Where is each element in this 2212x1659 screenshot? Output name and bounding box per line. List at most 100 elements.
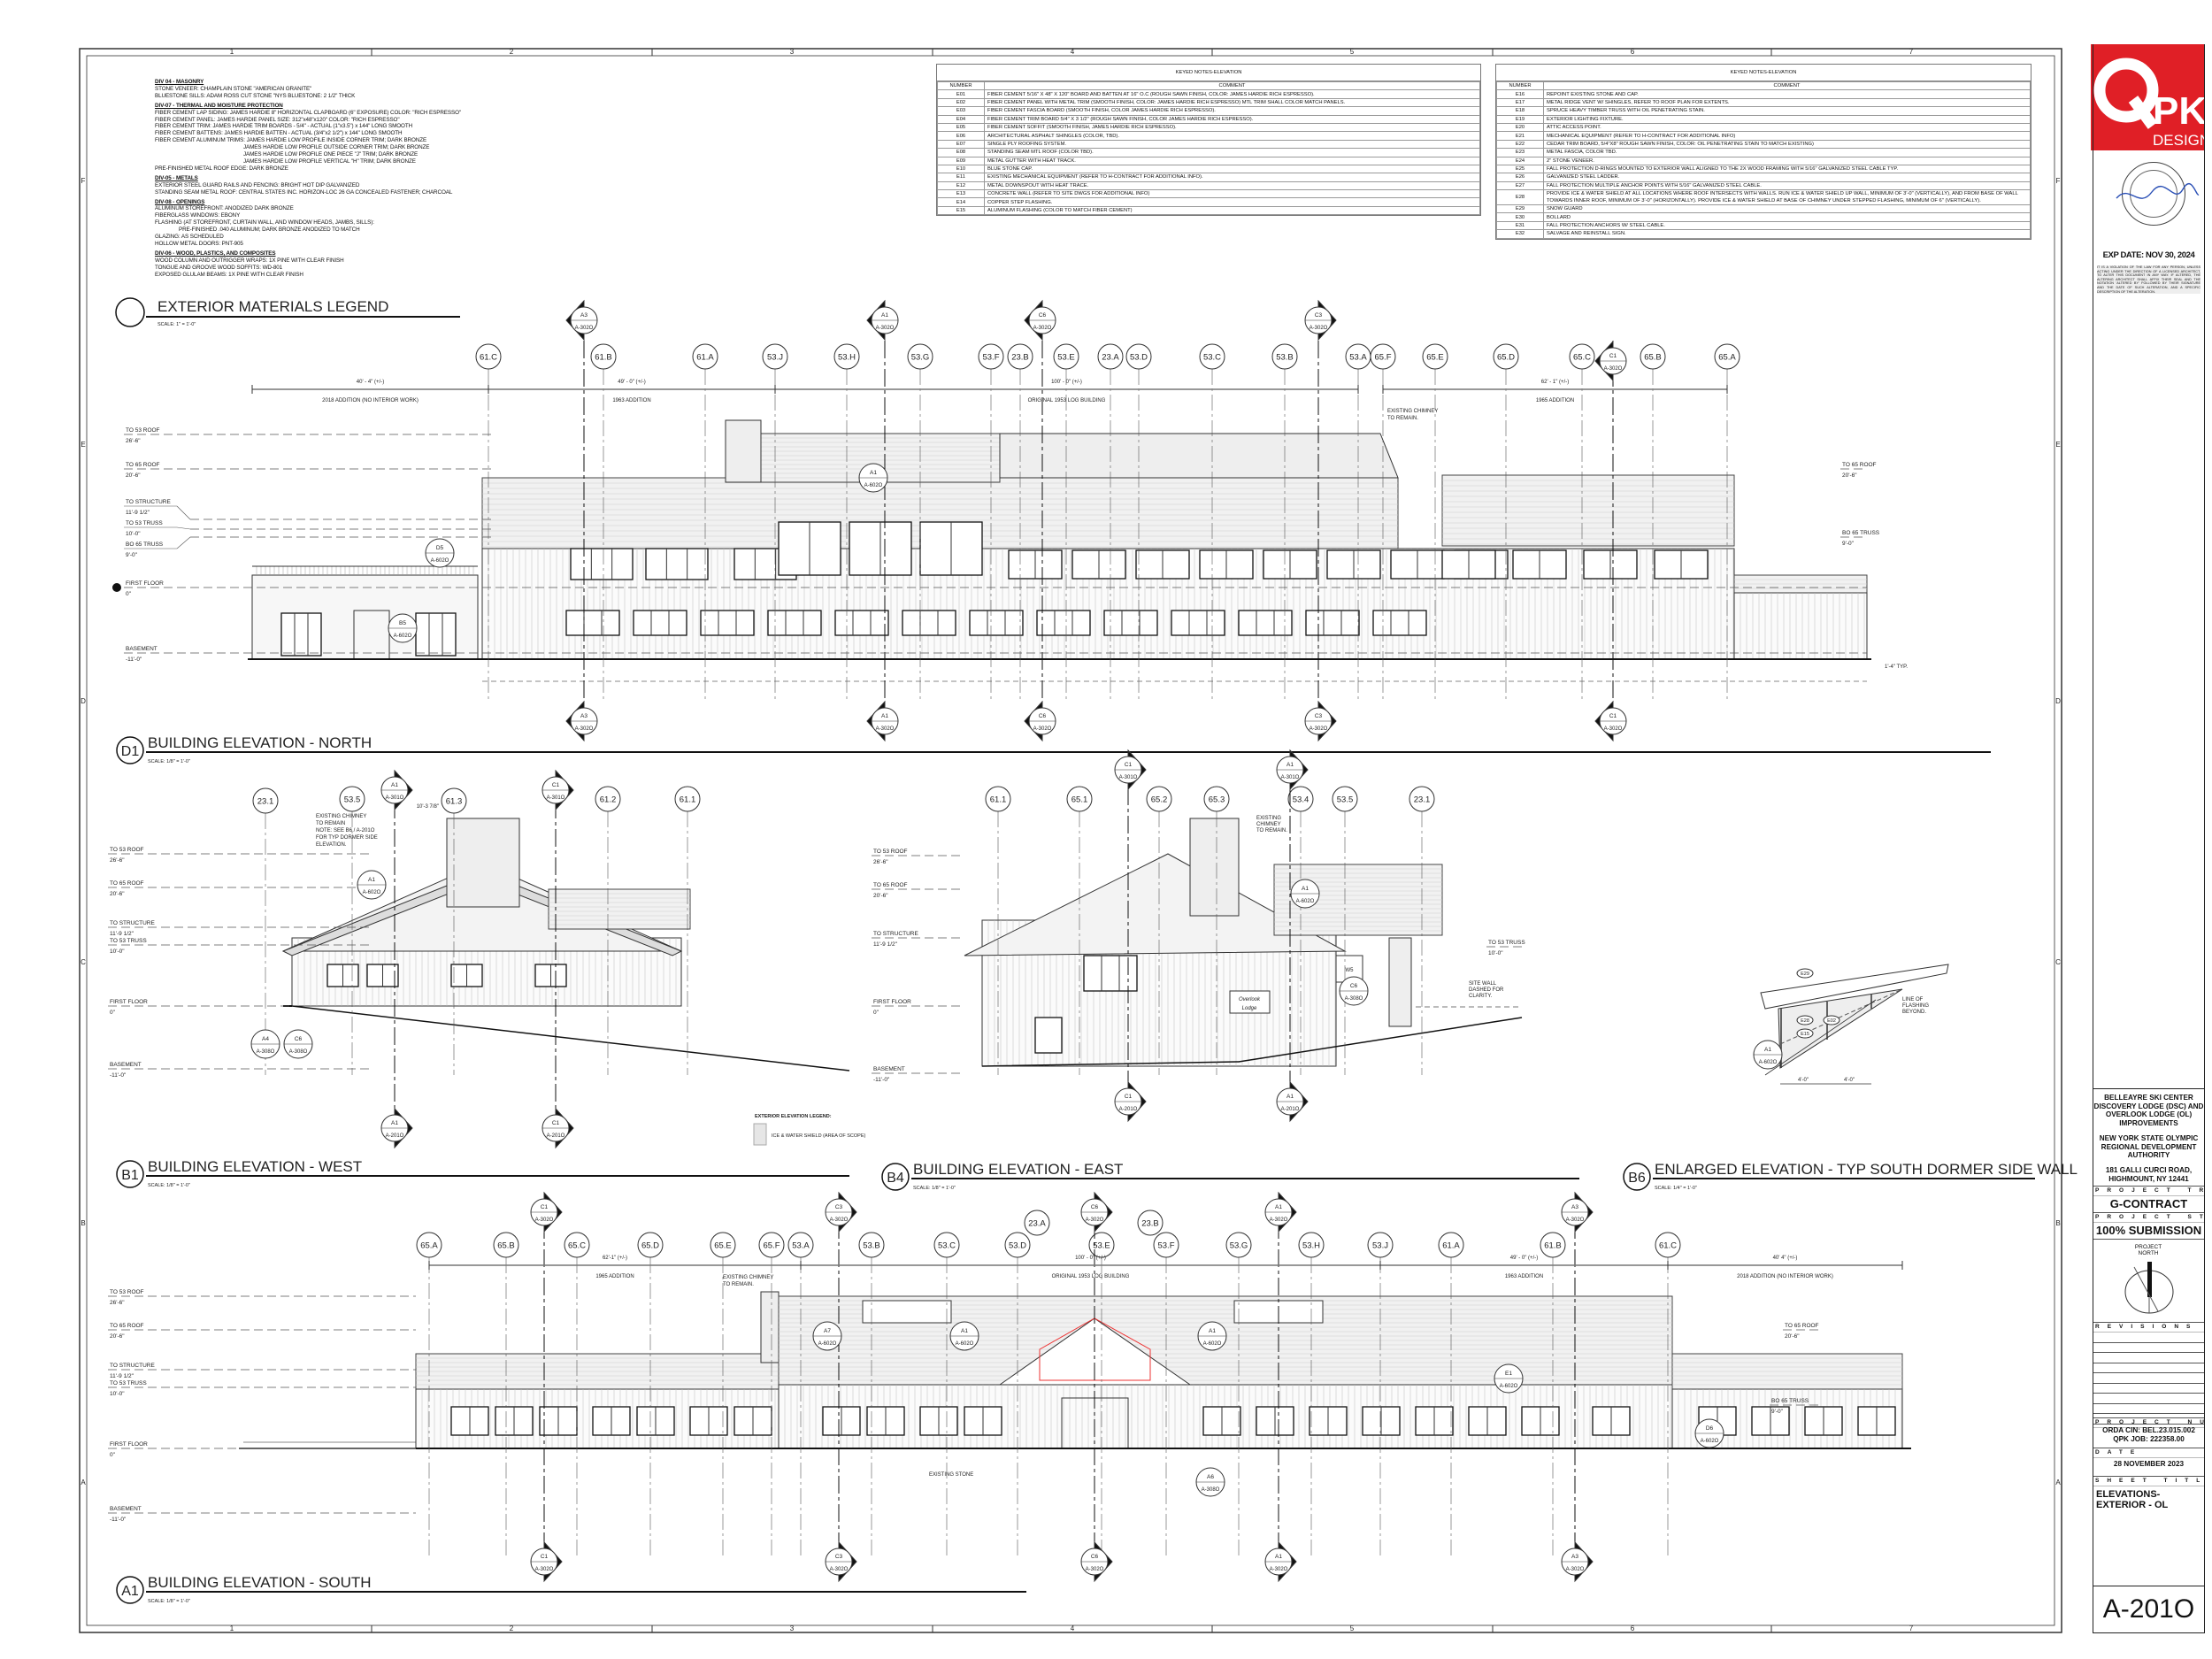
level-elevation: 20'-6"	[1842, 472, 1857, 479]
section-detail: A3	[580, 312, 588, 319]
keynote-label: E29	[1801, 972, 1809, 977]
section-detail: C1	[552, 1120, 560, 1126]
callout-detail: D5	[436, 545, 444, 551]
note-number: E18	[1496, 106, 1544, 116]
grid-bubble	[564, 1232, 590, 1258]
note-comment: EXTERIOR LIGHTING FIXTURE.	[1543, 114, 2031, 124]
grid-bubble	[1203, 786, 1230, 812]
note-number: E13	[937, 189, 985, 199]
grid-bubble	[1438, 1232, 1464, 1258]
section-detail: A1	[1286, 762, 1294, 768]
note-comment: FALL PROTECTION D-RINGS MOUNTED TO EXTER…	[1543, 164, 2031, 174]
grid-bubble	[692, 343, 718, 370]
window	[700, 610, 755, 636]
grid-row-ref: B	[2055, 1219, 2060, 1227]
grid-bubble	[1153, 1232, 1179, 1258]
grid-bubble	[1146, 786, 1172, 812]
qpk-design-logo: PK DESIGN	[2091, 44, 2210, 150]
level-leader	[176, 526, 191, 530]
legend-heading: DIV-05 - METALS	[155, 174, 198, 181]
level-elevation: 11'-9 1/2"	[873, 941, 898, 948]
annotation-note: TO REMAIN	[316, 821, 345, 826]
sheet-title-label: SHEET TITLE	[2093, 1476, 2204, 1486]
grid-label: 61.B	[595, 353, 612, 363]
section-sheet: A-201O	[386, 1133, 404, 1139]
note-number: E04	[937, 114, 985, 124]
trade-label: PROJECT TRADE	[2093, 1186, 2204, 1196]
grid-column-ref: 4	[1071, 1624, 1075, 1632]
callout-detail: A1	[1764, 1047, 1771, 1053]
note-comment: COPPER STEP FLASHING.	[984, 197, 1480, 207]
callout-detail: A6	[1207, 1474, 1214, 1480]
client-name: NEW YORK STATE OLYMPIC REGIONAL DEVELOPM…	[2099, 1134, 2199, 1159]
level-name: BASEMENT	[873, 1066, 905, 1072]
grid-column-ref: 7	[1909, 48, 1914, 56]
section-sheet: A-201O	[1119, 1107, 1138, 1112]
grid-bubble	[710, 1232, 736, 1258]
grid-row-ref: F	[81, 177, 86, 185]
section-detail: C6	[1091, 1554, 1099, 1560]
level-elevation: 10'-0"	[110, 1391, 125, 1397]
note-number: E22	[1496, 139, 1544, 150]
grid-label: 61.2	[600, 795, 617, 805]
section-detail: C3	[1315, 312, 1323, 319]
sign	[1229, 990, 1271, 1014]
grid-row-ref: A	[81, 1479, 86, 1486]
section-detail: A1	[391, 1120, 398, 1126]
section-sheet: A-302O	[1033, 726, 1052, 732]
section-sheet: A-302O	[1566, 1217, 1585, 1223]
grid-bubble	[978, 343, 1004, 370]
callout-detail: A4	[262, 1036, 269, 1042]
title-block: EXP DATE: NOV 30, 2024 IT IS A VIOLATION…	[2093, 44, 2205, 1633]
level-elevation: 9'-0"	[126, 552, 138, 558]
view-title: BUILDING ELEVATION - NORTH	[148, 734, 372, 751]
dimension-value: 10'-3 7/8"	[417, 804, 439, 810]
grid-label: 61.1	[990, 795, 1007, 805]
level-name: TO 65 ROOF	[126, 462, 160, 468]
note-number: E24	[1496, 156, 1544, 165]
dimension-label: ORIGINAL 1953 LOG BUILDING	[1052, 1274, 1130, 1279]
view-scale: SCALE: 1/8" = 1'-0"	[913, 1186, 956, 1191]
level-elevation: 20'-6"	[110, 1333, 125, 1340]
callout-sheet: A-602O	[864, 483, 883, 488]
callout-sheet: A-308O	[1202, 1487, 1220, 1493]
annotation-note: FOR TYP DORMER SIDE	[316, 835, 378, 841]
grid-bubble	[1367, 1232, 1394, 1258]
legend-heading: DIV-08 - OPENINGS	[155, 198, 205, 205]
section-detail: C1	[552, 782, 560, 788]
window	[902, 610, 956, 636]
legend-line: TONGUE AND GROOVE WOOD SOFFITS: WD-801	[155, 264, 283, 271]
level-name: BASEMENT	[126, 646, 157, 652]
grid-bubble	[674, 786, 701, 812]
section-sheet: A-201O	[1281, 1107, 1300, 1112]
window	[969, 610, 1024, 636]
section-detail: C6	[1039, 312, 1047, 319]
callout-sheet: A-602O	[363, 890, 381, 895]
grid-label: 53.A	[1349, 353, 1367, 363]
note-number: E30	[1496, 212, 1544, 222]
sign-text: Overlook	[1239, 997, 1261, 1002]
callout-sheet: A-602O	[1759, 1060, 1778, 1065]
grid-column-ref: 7	[1909, 1624, 1914, 1632]
section-detail: A1	[391, 782, 398, 788]
level-name: FIRST FLOOR	[110, 999, 148, 1005]
level-name: TO 65 ROOF	[110, 1323, 144, 1329]
legend-line: STANDING SEAM METAL ROOF: CENTRAL STATES…	[155, 188, 453, 196]
grid-column-ref: 1	[230, 1624, 234, 1632]
annotation-note: DASHED FOR	[1469, 987, 1504, 993]
view-scale: SCALE: 1/8" = 1'-0"	[148, 1599, 190, 1604]
grid-label: 53.J	[1372, 1241, 1388, 1251]
level-name: TO 53 ROOF	[110, 847, 144, 853]
grid-row-ref: C	[81, 958, 86, 966]
callout-detail: A7	[824, 1328, 831, 1334]
note-comment: CONCRETE WALL (REFER TO SITE DWGS FOR AD…	[984, 189, 1480, 199]
grid-label: 61.A	[696, 353, 714, 363]
level-name: TO STRUCTURE	[110, 920, 155, 926]
grid-label: 65.F	[763, 1241, 780, 1251]
